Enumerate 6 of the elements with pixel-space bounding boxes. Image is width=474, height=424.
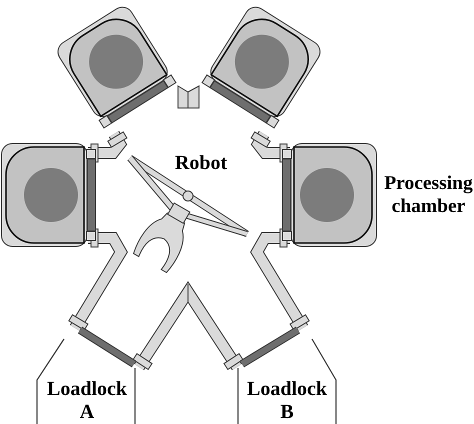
process-chamber xyxy=(282,143,377,247)
robot-label: Robot xyxy=(174,152,228,175)
loadlock-label: Loadlock A xyxy=(46,378,128,424)
loadlock-label: Loadlock B xyxy=(246,378,328,424)
chamber-label: Processing chamber xyxy=(383,172,474,218)
process-chamber xyxy=(1,143,96,247)
